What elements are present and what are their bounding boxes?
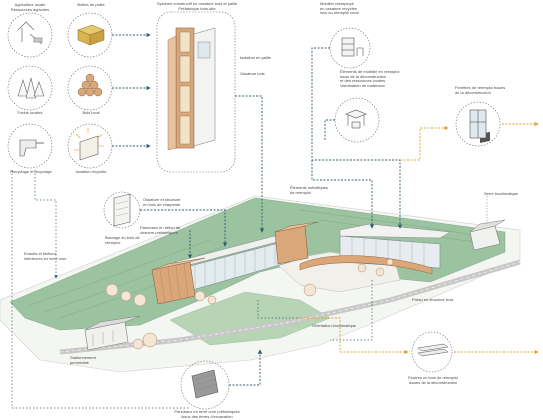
label-cladding-reuse: Bardage en bois de réemploi (105, 235, 140, 245)
trees (105, 258, 394, 350)
label-forest: Forêts locales (17, 110, 43, 115)
facade-system-panel (156, 11, 236, 173)
window-icon (469, 109, 487, 139)
chair-table-icon (345, 109, 367, 129)
log-pile-icon (77, 73, 103, 97)
label-furniture-top: Mobilier réemployé en ossature recyclée … (320, 1, 359, 16)
label-frame-struct: Ossature et structure en bois de charpen… (143, 197, 181, 207)
insulation-panel-icon (74, 128, 104, 161)
beam-bundle-icon (417, 343, 449, 357)
flow-arrow-render (229, 349, 263, 386)
label-beam-reuse: Poutres en bois de réemploi issues de la… (408, 375, 458, 385)
label-facade-system: Système constructif en ossature bois et … (156, 1, 238, 11)
cladding-panel-icon (113, 193, 131, 227)
orange-arrows-bottom (300, 317, 539, 355)
render-panel-icon (191, 369, 219, 399)
shelf-icon (341, 37, 364, 57)
label-window-reuse: Fenêtres de réemploi issues de la décons… (455, 85, 506, 95)
label-insulation: Isolation recyclée (75, 169, 107, 174)
label-canopy: Préau en structure bois (412, 297, 454, 302)
flow-arrow-cladding (140, 209, 228, 247)
render-circle (180, 360, 230, 410)
flow-arrow-mid (324, 119, 335, 140)
main-school-building (151, 221, 319, 305)
label-bottom-panel: Panneaux en terre crue préfabriqués issu… (174, 409, 240, 419)
label-panels-low: Panneaux en béton de chanvre préfabriqué… (140, 225, 181, 235)
label-render: Enduits et finitions intérieures en terr… (24, 251, 67, 261)
orange-arrows-top (400, 121, 539, 161)
label-recycled: Recyclage et recyclage (10, 169, 52, 174)
beam-circle (411, 331, 453, 373)
label-furniture-mid: Éléments de mobilier en réemploi issus d… (340, 69, 400, 88)
timber-stack-icon (77, 24, 105, 46)
label-greenhouse: Serre bioclimatique (484, 191, 519, 196)
label-wood-frame: Ossature bois (240, 71, 265, 76)
lower-building (84, 315, 141, 351)
label-parking: Stationnement perméable (70, 355, 96, 365)
flow-arrows-left (112, 32, 151, 149)
label-steel-reuse: Éléments métalliques de réemploi (290, 185, 329, 195)
label-orientation: Orientation bioclimatique (312, 323, 357, 328)
flow-arrow-right-down (311, 160, 375, 229)
label-straw-fill: Isolation en paille (240, 55, 271, 60)
forest-icon (17, 77, 45, 99)
resource-circles (7, 12, 113, 169)
dashed-guides (11, 170, 373, 409)
garage-building (469, 131, 506, 251)
label-agriculture: Agriculture locale Ressources agricoles (10, 2, 50, 12)
drill-icon (19, 139, 44, 157)
tree-felling-icon (17, 21, 43, 45)
label-straw: Bottes de paille (77, 2, 105, 7)
cladding-circle (103, 191, 141, 229)
flow-arrow-panel-down (235, 95, 265, 233)
secondary-building (299, 223, 451, 275)
label-wood: Bois local (82, 110, 100, 115)
furniture-circles (329, 27, 501, 147)
